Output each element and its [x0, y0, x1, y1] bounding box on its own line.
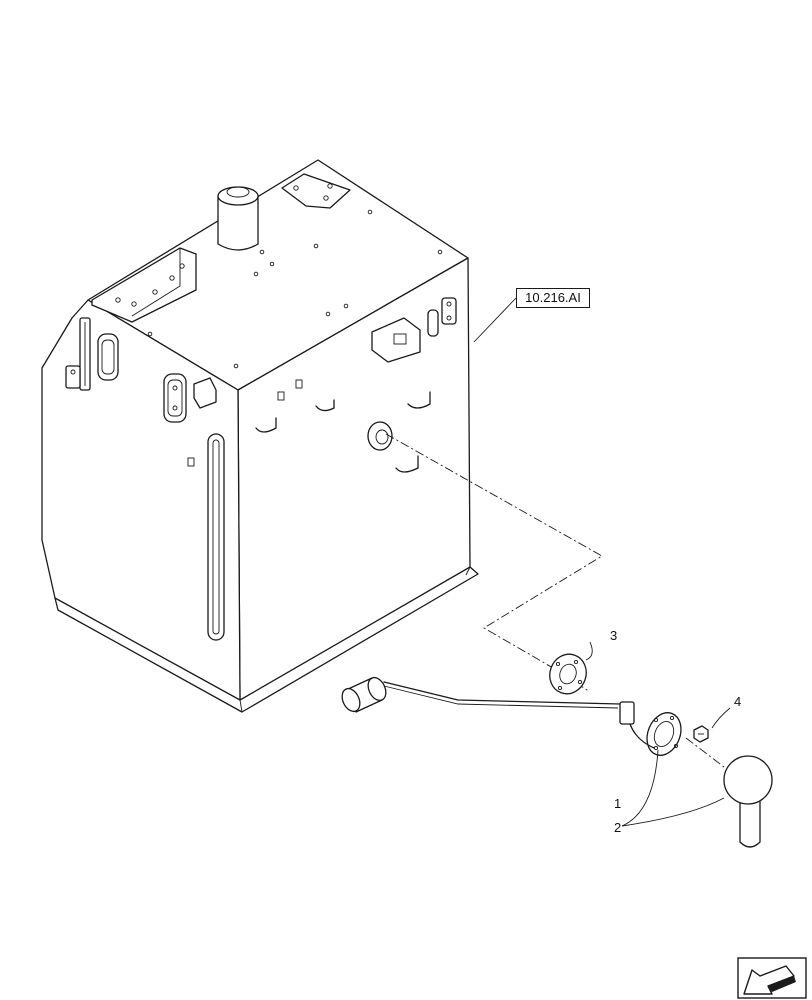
top-pad-right: [281, 173, 351, 209]
fuel-level-sender: [341, 676, 682, 756]
callout-number-4: 4: [734, 694, 741, 709]
front-slot: [207, 433, 225, 641]
sender-cover: [723, 755, 773, 848]
assembly-path: [385, 433, 603, 693]
right-fitting: [371, 297, 457, 363]
studs: [187, 379, 303, 467]
leader-lines: [473, 297, 731, 827]
top-bolts: [147, 209, 443, 369]
front-port: [163, 373, 187, 423]
tank-sender-port: [367, 421, 393, 451]
reference-link-box[interactable]: 10.216.AI: [516, 288, 590, 308]
callout-number-2: 2: [614, 820, 621, 835]
float: [341, 676, 387, 713]
sight-gauge: [65, 317, 91, 391]
filler-neck: [217, 186, 259, 251]
callout-number-3: 3: [610, 628, 617, 643]
previous-page-arrow-icon[interactable]: [737, 957, 807, 999]
sender-head: [619, 701, 682, 756]
tank-left-face: [41, 299, 241, 701]
hydraulic-tank: [41, 159, 479, 713]
top-bracket-left: [91, 247, 197, 323]
screw: [693, 725, 709, 743]
front-block: [193, 377, 217, 409]
tie-down-hooks: [255, 391, 431, 473]
left-port: [97, 333, 119, 381]
callout-number-1: 1: [614, 796, 621, 811]
gasket: [549, 653, 587, 695]
